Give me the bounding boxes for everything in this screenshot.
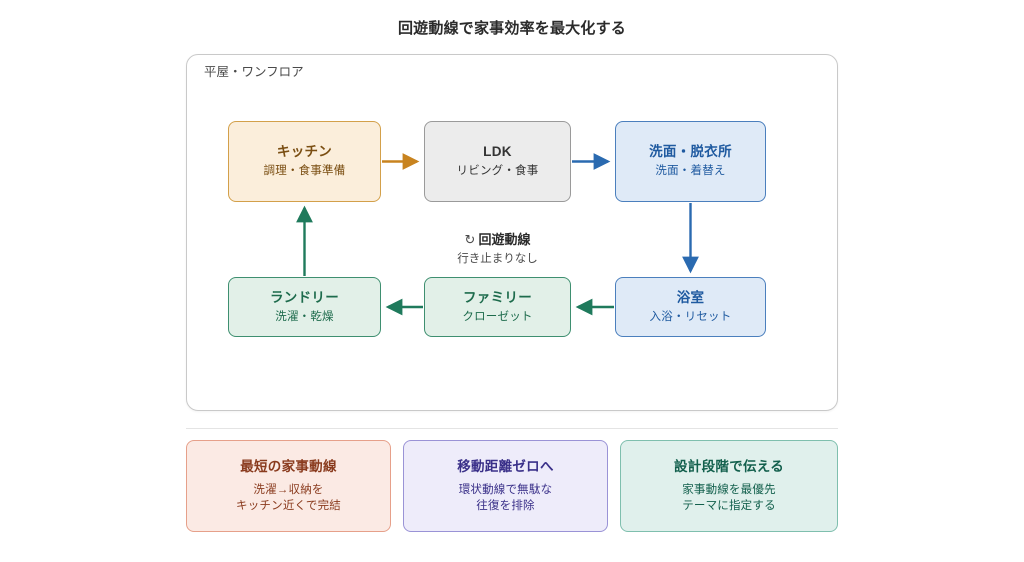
node-washroom-name: 洗面・脱衣所 (649, 144, 732, 160)
floor-container-label: 平屋・ワンフロア (204, 65, 304, 79)
node-bath-name: 浴室 (676, 289, 705, 305)
loop-annotation-sub: 行き止まりなし (457, 253, 538, 265)
floor-container (186, 54, 838, 411)
benefit-card-design-phase-body: 家事動線を最優先 テーマに指定する (682, 482, 776, 515)
benefit-card-shortest-route-body: 洗濯→収納を キッチン近くで完結 (236, 482, 341, 515)
node-bath-sub: 入浴・リセット (649, 310, 732, 323)
node-laundry-name: ランドリー (270, 289, 339, 305)
benefit-card-shortest-route[interactable]: 最短の家事動線 洗濯→収納を キッチン近くで完結 (186, 440, 391, 532)
benefit-card-zero-distance-line2: 往復を排除 (476, 500, 535, 513)
node-washroom-sub: 洗面・着替え (655, 165, 726, 178)
node-family-closet-sub: クローゼット (462, 310, 533, 323)
node-kitchen-name: キッチン (276, 144, 333, 160)
benefit-card-zero-distance-body: 環状動線で無駄な 往復を排除 (459, 482, 553, 515)
node-washroom[interactable]: 洗面・脱衣所 洗面・着替え (615, 121, 766, 202)
node-kitchen-sub: 調理・食事準備 (263, 165, 346, 178)
benefit-card-shortest-route-line1: 洗濯→収納を (253, 483, 324, 496)
node-ldk[interactable]: LDK リビング・食事 (424, 121, 571, 202)
node-family-closet[interactable]: ファミリー クローゼット (424, 277, 571, 337)
node-laundry-sub: 洗濯・乾燥 (275, 310, 334, 323)
node-ldk-sub: リビング・食事 (456, 165, 539, 178)
node-bath[interactable]: 浴室 入浴・リセット (615, 277, 766, 337)
benefit-card-design-phase-line2: テーマに指定する (682, 500, 776, 513)
node-ldk-name: LDK (483, 144, 512, 160)
node-kitchen[interactable]: キッチン 調理・食事準備 (228, 121, 381, 202)
loop-annotation-title-row: ↻回遊動線 (424, 229, 571, 248)
page-title: 回遊動線で家事効率を最大化する (397, 20, 626, 37)
benefit-card-shortest-route-line2: キッチン近くで完結 (236, 500, 341, 513)
benefit-card-design-phase-title: 設計段階で伝える (674, 459, 784, 475)
circular-arrow-icon: ↻ (464, 232, 476, 247)
benefit-card-zero-distance[interactable]: 移動距離ゼロへ 環状動線で無駄な 往復を排除 (403, 440, 608, 532)
benefit-card-design-phase-line1: 家事動線を最優先 (682, 483, 776, 496)
benefit-card-shortest-route-title: 最短の家事動線 (240, 459, 337, 475)
benefit-card-design-phase[interactable]: 設計段階で伝える 家事動線を最優先 テーマに指定する (620, 440, 838, 532)
node-laundry[interactable]: ランドリー 洗濯・乾燥 (228, 277, 381, 337)
loop-annotation: ↻回遊動線 行き止まりなし (424, 229, 571, 266)
node-family-closet-name: ファミリー (463, 289, 532, 305)
benefit-card-zero-distance-title: 移動距離ゼロへ (457, 459, 554, 475)
section-divider (186, 428, 838, 429)
loop-annotation-title: 回遊動線 (478, 232, 531, 247)
benefit-card-zero-distance-line1: 環状動線で無駄な (458, 483, 553, 496)
